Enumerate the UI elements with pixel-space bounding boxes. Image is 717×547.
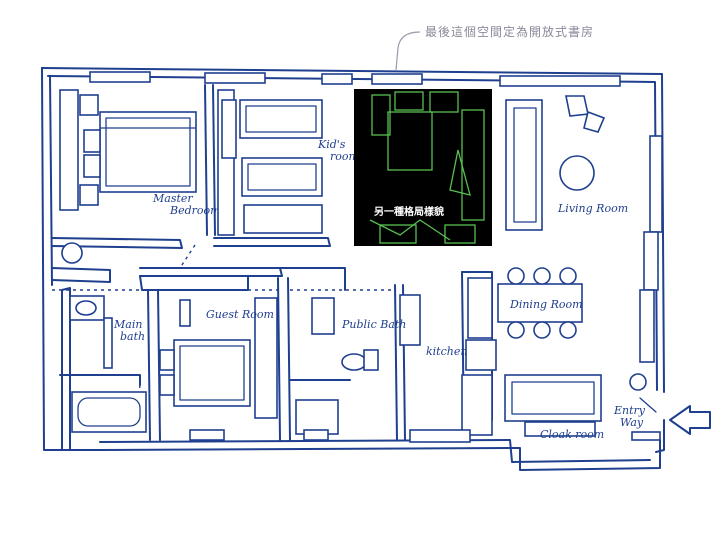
cloak-room: Cloak room [504, 374, 604, 441]
top-windows [89, 71, 621, 87]
public-bath-label: Public Bath [341, 318, 406, 331]
alt-layout-label: 另一種格局樣貌 [374, 205, 444, 218]
entry-arrow-icon [669, 405, 711, 435]
kitchen-label: kitchen [426, 345, 467, 358]
public-bath: Public Bath [295, 297, 406, 441]
cloak-room-label: Cloak room [540, 428, 604, 441]
alt-layout-panel: 另一種格局樣貌 [354, 89, 492, 246]
kids-room: Kid's room [217, 89, 359, 236]
master-bedroom: Master Bedroom [59, 89, 221, 264]
main-bath-label-1: Main [113, 318, 142, 331]
main-bath-label-2: bath [120, 330, 145, 343]
kitchen: kitchen [399, 294, 497, 443]
entry-way: Entry Way [613, 373, 711, 441]
annotation-leader [395, 31, 421, 71]
annotation: 最後這個空間定為開放式書房 [395, 24, 594, 71]
entry-way-label-2: Way [620, 416, 644, 429]
dining-room: Dining Room [467, 267, 583, 339]
guest-room-label: Guest Room [206, 308, 274, 321]
interior-walls [51, 84, 493, 441]
master-bedroom-label-2: Bedroom [169, 204, 221, 217]
main-bath: Main bath [69, 295, 147, 433]
entry-way-label-1: Entry [613, 404, 646, 417]
dining-room-label: Dining Room [509, 298, 583, 311]
living-room-label: Living Room [557, 202, 628, 215]
guest-room: Guest Room [159, 297, 278, 441]
master-bedroom-label-1: Master [152, 192, 193, 205]
kids-room-label-2: room [330, 150, 359, 163]
annotation-text: 最後這個空間定為開放式書房 [425, 24, 594, 39]
kids-room-label-1: Kid's [317, 138, 346, 151]
living-room: Living Room [505, 95, 663, 363]
